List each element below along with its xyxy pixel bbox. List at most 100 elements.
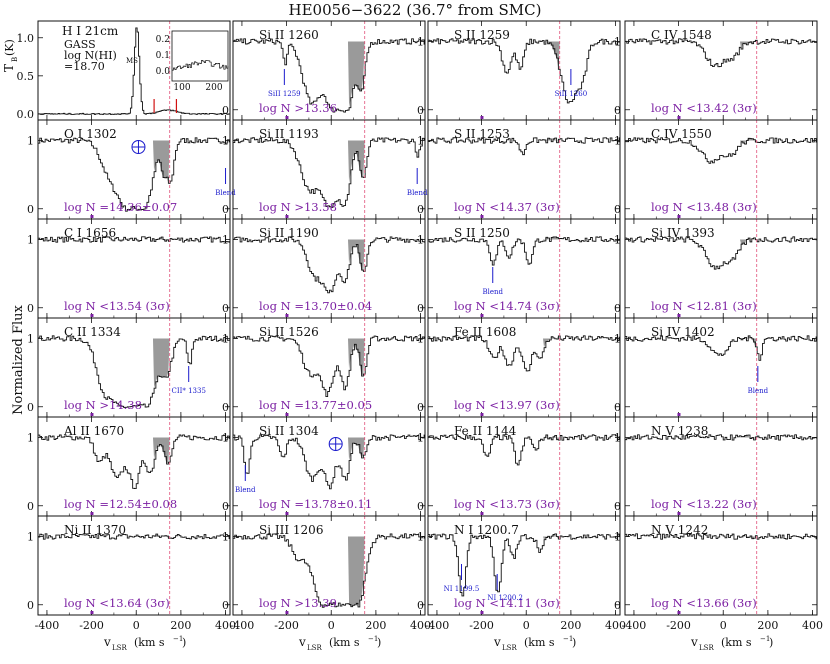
ion-label: Al II 1670 xyxy=(63,424,124,438)
ms-absorption-shade xyxy=(347,140,365,184)
column-density-label: log N >13.58 xyxy=(259,200,337,214)
ion-label: C II 1334 xyxy=(64,325,121,339)
y-tick-label: 0.0 xyxy=(17,108,35,121)
y-tick-label: 1 xyxy=(27,431,34,444)
y-tick-label: 0 xyxy=(614,401,621,414)
y-tick-label: 1 xyxy=(27,530,34,543)
ion-label: Si IV 1402 xyxy=(651,325,715,339)
x-tick-label: 0 xyxy=(328,619,335,632)
y-tick-label: 1 xyxy=(222,332,229,345)
ion-label: Si IV 1393 xyxy=(651,226,715,240)
y-tick-label: 1 xyxy=(614,530,621,543)
x-axis-unit: (km s xyxy=(329,636,360,649)
inset-x-tick-label: 200 xyxy=(205,83,222,93)
y-tick-label: 1 xyxy=(614,332,621,345)
hi-inset-frame xyxy=(171,30,229,82)
y-tick-label: 0 xyxy=(417,500,424,513)
hi-survey-label: GASS xyxy=(64,38,96,51)
column-density-label: log N =14.36±0.07 xyxy=(64,200,177,214)
y-tick-label: 1 xyxy=(417,35,424,48)
y-tick-label: 1 xyxy=(614,35,621,48)
integration-marker xyxy=(285,215,289,218)
y-tick-label: 0 xyxy=(27,401,34,414)
y-tick-label: 1 xyxy=(417,134,424,147)
ms-absorption-shade xyxy=(542,533,560,540)
spectrum-line xyxy=(428,335,620,372)
integration-marker xyxy=(90,611,94,614)
spectrum-line xyxy=(233,137,425,208)
ion-label: Si II 1193 xyxy=(259,127,319,141)
hi-y-label-unit: (K) xyxy=(3,39,16,56)
column-density-label: log N <13.54 (3σ) xyxy=(64,299,170,313)
integration-marker xyxy=(677,215,681,218)
x-axis-label-sub: LSR xyxy=(699,644,714,652)
x-axis-unit: (km s xyxy=(134,636,165,649)
y-tick-label: 0 xyxy=(27,203,34,216)
x-tick-label: 200 xyxy=(757,619,778,632)
integration-marker xyxy=(90,413,94,416)
y-tick-label: 0 xyxy=(614,500,621,513)
ms-absorption-shade xyxy=(152,140,170,184)
x-tick-label: 400 xyxy=(410,619,431,632)
spectrum-line xyxy=(38,236,230,243)
y-tick-label: 0 xyxy=(222,104,229,117)
column-density-label: log N =12.54±0.08 xyxy=(64,497,177,511)
ion-label: Si II 1260 xyxy=(259,28,319,42)
column-density-label: log N <13.22 (3σ) xyxy=(651,497,757,511)
x-tick-label: -200 xyxy=(666,619,691,632)
y-tick-label: 1 xyxy=(222,134,229,147)
column-density-label: log N =13.77±0.05 xyxy=(259,398,372,412)
spectrum-line xyxy=(38,434,230,489)
spectrum-line xyxy=(428,137,620,156)
x-tick-label: 400 xyxy=(802,619,823,632)
ms-absorption-shade xyxy=(542,335,560,348)
x-axis-unit-close: ) xyxy=(769,636,773,649)
x-axis-unit-exp: −1 xyxy=(173,635,183,643)
integration-marker xyxy=(480,116,484,119)
x-tick-label: 200 xyxy=(365,619,386,632)
column-density-label: log N <13.73 (3σ) xyxy=(454,497,560,511)
ms-absorption-shade xyxy=(739,40,757,50)
column-density-label: log N >14.38 xyxy=(64,398,142,412)
x-axis-label: v xyxy=(103,635,111,649)
x-tick-label: 0 xyxy=(133,619,140,632)
integration-marker xyxy=(90,215,94,218)
integration-marker xyxy=(285,314,289,317)
blend-label: NI 1200.2 xyxy=(487,594,523,602)
inset-x-tick-label: 100 xyxy=(173,83,190,93)
integration-marker xyxy=(480,512,484,515)
y-tick-label: 0 xyxy=(27,500,34,513)
hi-inset-line xyxy=(172,60,229,71)
ms-absorption-shade xyxy=(347,536,365,607)
hi-spectrum-line xyxy=(38,27,231,115)
integration-marker xyxy=(480,215,484,218)
ion-label: C IV 1548 xyxy=(651,28,712,42)
spectrum-line xyxy=(428,236,620,266)
hi-panel-title: H I 21cm xyxy=(62,24,119,38)
x-tick-label: -400 xyxy=(425,619,450,632)
spectrum-line xyxy=(428,434,620,466)
spectrum-line xyxy=(233,38,425,113)
spectrum-line xyxy=(625,137,817,164)
y-tick-label: 1 xyxy=(222,530,229,543)
integration-marker xyxy=(677,314,681,317)
y-tick-label: 0 xyxy=(417,599,424,612)
ms-absorption-shade xyxy=(347,41,365,108)
x-axis-label: v xyxy=(690,635,698,649)
ion-label: N V 1238 xyxy=(651,424,708,438)
ion-label: Si II 1304 xyxy=(259,424,319,438)
y-tick-label: 1 xyxy=(222,233,229,246)
ion-label: Si II 1190 xyxy=(259,226,319,240)
spectrum-line xyxy=(38,533,230,540)
integration-marker xyxy=(677,611,681,614)
